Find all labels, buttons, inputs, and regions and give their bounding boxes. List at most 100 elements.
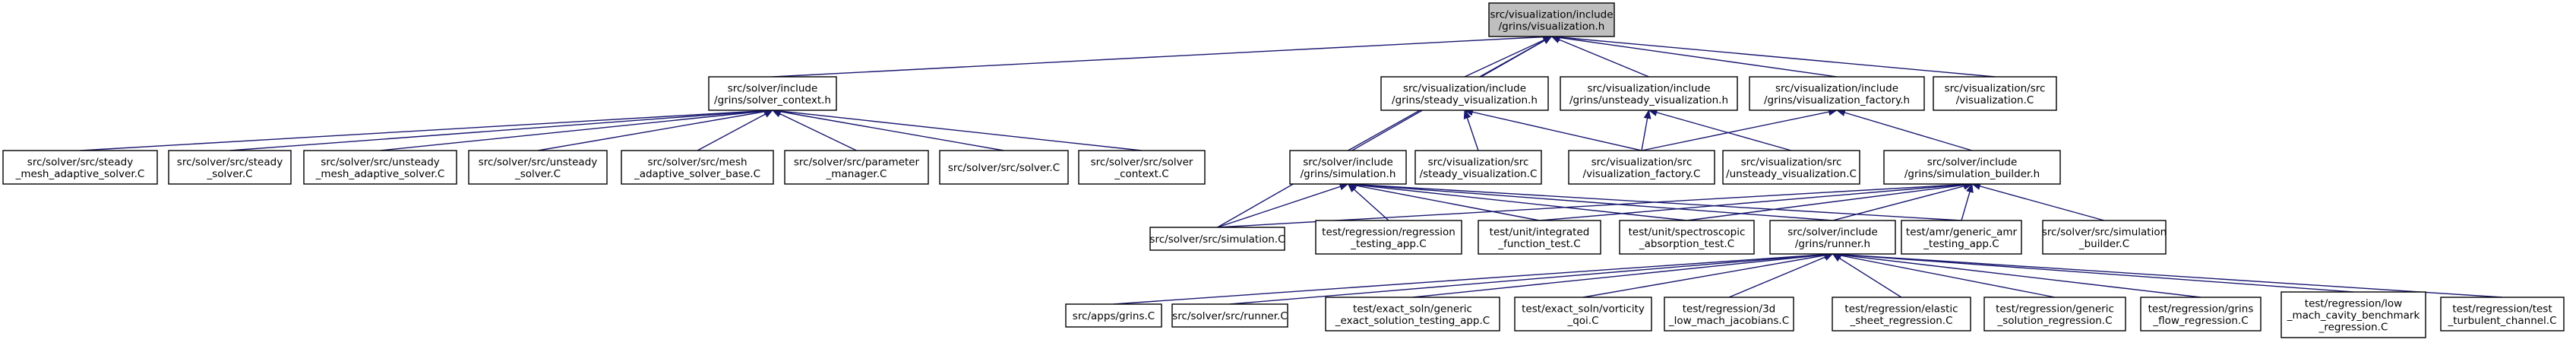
node-solver-context-h[interactable]: src/solver/include/grins/solver_context.… [708,76,837,111]
node-visualization-C[interactable]: src/visualization/src/visualization.C [1933,76,2057,111]
node-label-line: /grins/simulation_builder.h [1904,168,2040,180]
node-unsteady-vis-h[interactable]: src/visualization/include/grins/unsteady… [1560,76,1738,111]
node-integrated-function-C[interactable]: test/unit/integrated_function_test.C [1478,220,1601,255]
node-vis-factory-C[interactable]: src/visualization/src/visualization_fact… [1568,150,1715,185]
edge-integrated-function-C-to-sim-builder-h [1539,180,1973,221]
node-label-line: src/solver/src/solver [1091,156,1193,168]
node-generic-solution-C[interactable]: test/regression/generic_solution_regress… [1983,297,2126,332]
node-elastic-sheet-C[interactable]: test/regression/elastic_sheet_regression… [1832,297,1971,332]
node-label-line: _mach_cavity_benchmark [2287,309,2420,322]
node-sim-builder-C[interactable]: src/solver/src/simulation_builder.C [2042,220,2167,255]
node-steady-vis-C[interactable]: src/visualization/src/steady_visualizati… [1414,150,1542,185]
node-label-line: _solution_regression.C [1997,315,2113,327]
node-spectroscopic-C[interactable]: test/unit/spectroscopic_absorption_test.… [1619,220,1755,255]
edge-regression-testing-C-to-simulation-h [1347,183,1389,221]
node-label-line: src/solver/src/simulation [2042,226,2167,238]
node-exact-generic-C[interactable]: test/exact_soln/generic_exact_solution_t… [1325,297,1500,332]
node-mesh-adaptive-base-C[interactable]: src/solver/src/mesh_adaptive_solver_base… [621,150,774,185]
node-runner-C[interactable]: src/solver/src/runner.C [1171,303,1288,328]
node-label-line: src/visualization/src [1428,156,1529,168]
node-box [2,150,158,185]
node-label-line: _mesh_adaptive_solver.C [15,168,145,180]
node-label-line: _builder.C [2078,238,2129,250]
node-box [1769,220,1896,255]
node-box [939,150,1069,185]
node-box [1901,220,2022,255]
node-label-line: /grins/visualization_factory.h [1764,94,1910,106]
edge-steady-vis-C-to-steady-vis-h [1463,109,1479,151]
node-unsteady-solver-C[interactable]: src/solver/src/unsteady_solver.C [468,150,608,185]
node-steady-solver-C[interactable]: src/solver/src/steady_solver.C [168,150,292,185]
node-label-line: src/visualization/src [1945,82,2046,94]
node-simulation-C[interactable]: src/solver/src/simulation.C [1149,227,1285,251]
node-grins-flow-C[interactable]: test/regression/grins_flow_regression.C [2140,297,2262,332]
edge-low-mach-cavity-C-to-runner-h [1832,250,2354,293]
node-label-line: src/visualization/include [1587,82,1710,94]
node-sim-builder-h[interactable]: src/solver/include/grins/simulation_buil… [1883,150,2061,185]
node-label-line: _adaptive_solver_base.C [634,168,760,180]
node-label-line: /grins/visualization.h [1499,21,1605,33]
node-box [1722,150,1860,185]
node-label-line: test/regression/elastic [1844,303,1958,315]
node-solver-C[interactable]: src/solver/src/solver.C [939,150,1069,185]
node-box [2440,297,2565,332]
node-low-mach-jac-C[interactable]: test/regression/3d_low_mach_jacobians.C [1664,297,1794,332]
node-low-mach-cavity-C[interactable]: test/regression/low_mach_cavity_benchmar… [2280,291,2426,338]
node-steady-vis-h[interactable]: src/visualization/include/grins/steady_v… [1380,76,1549,111]
node-box [1171,303,1288,328]
edge-steady-mesh-adaptive-C-to-solver-context-h [80,106,773,151]
node-unsteady-mesh-adaptive-C[interactable]: src/solver/src/unsteady_mesh_adaptive_so… [303,150,457,185]
edge-parameter-manager-C-to-solver-context-h [772,109,857,151]
node-box [168,150,292,185]
node-vis-factory-h[interactable]: src/visualization/include/grins/visualiz… [1749,76,1925,111]
edge-steady-solver-C-to-solver-context-h [229,106,773,151]
edge-vis-factory-C-to-unsteady-vis-h [1641,109,1651,151]
node-label-line: /visualization_factory.C [1583,168,1701,180]
node-grins-C[interactable]: src/apps/grins.C [1065,303,1162,328]
edge-steady-vis-h-to-root [1464,36,1553,78]
node-runner-h[interactable]: src/solver/include/grins/runner.h [1769,220,1896,255]
edge-solver-C-to-solver-context-h [772,107,1004,151]
node-label-line: src/apps/grins.C [1073,310,1155,322]
node-box [1933,76,2057,111]
node-vorticity-C[interactable]: test/exact_soln/vorticity_qoi.C [1514,297,1652,332]
edge-vis-factory-C-to-steady-vis-h [1464,108,1642,151]
node-label-line: test/regression/regression [1322,226,1456,238]
node-label-line: _testing_app.C [1350,238,1426,250]
node-label-line: _qoi.C [1566,315,1598,327]
node-root[interactable]: src/visualization/include/grins/visualiz… [1488,2,1615,37]
dependency-edges [80,33,2503,305]
node-solver-context-C[interactable]: src/solver/src/solver_context.C [1078,150,1206,185]
node-box [1664,297,1794,332]
node-box [1560,76,1738,111]
node-steady-mesh-adaptive-C[interactable]: src/solver/src/steady_mesh_adaptive_solv… [2,150,158,185]
node-unsteady-vis-C[interactable]: src/visualization/src/unsteady_visualiza… [1722,150,1860,185]
node-box [2042,220,2167,255]
node-parameter-manager-C[interactable]: src/solver/src/parameter_manager.C [784,150,929,185]
edge-vis-factory-C-to-vis-factory-h [1641,108,1838,151]
node-regression-testing-C[interactable]: test/regression/regression_testing_app.C [1315,220,1462,255]
node-label-line: /grins/simulation.h [1301,168,1396,180]
edge-runner-h-to-sim-builder-h [1832,182,1973,221]
node-label-line: src/visualization/src [1591,156,1693,168]
edge-simulation-C-to-root [1217,36,1553,228]
node-label-line: src/visualization/include [1775,82,1898,94]
node-label-line: src/solver/include [1787,226,1878,238]
edge-grins-C-to-runner-h [1113,250,1834,305]
node-generic-amr-C[interactable]: test/amr/generic_amr_testing_app.C [1901,220,2022,255]
edge-low-mach-jac-C-to-runner-h [1728,253,1834,298]
node-box [1149,227,1285,251]
edge-unsteady-vis-h-to-root [1550,36,1649,78]
node-label-line: src/visualization/include [1490,8,1613,21]
edge-integrated-function-C-to-simulation-h [1347,182,1540,221]
node-box [1749,76,1925,111]
node-box [1514,297,1652,332]
node-simulation-h[interactable]: src/solver/include/grins/simulation.h [1289,150,1407,185]
node-box [1380,76,1549,111]
node-label-line: _regression.C [2318,322,2388,334]
node-turbulent-channel-C[interactable]: test/regression/test_turbulent_channel.C [2440,297,2565,332]
edge-runner-h-to-simulation-h [1347,180,1833,221]
node-label-line: test/regression/grins [2148,303,2254,315]
edge-solver-context-C-to-solver-context-h [772,107,1143,151]
